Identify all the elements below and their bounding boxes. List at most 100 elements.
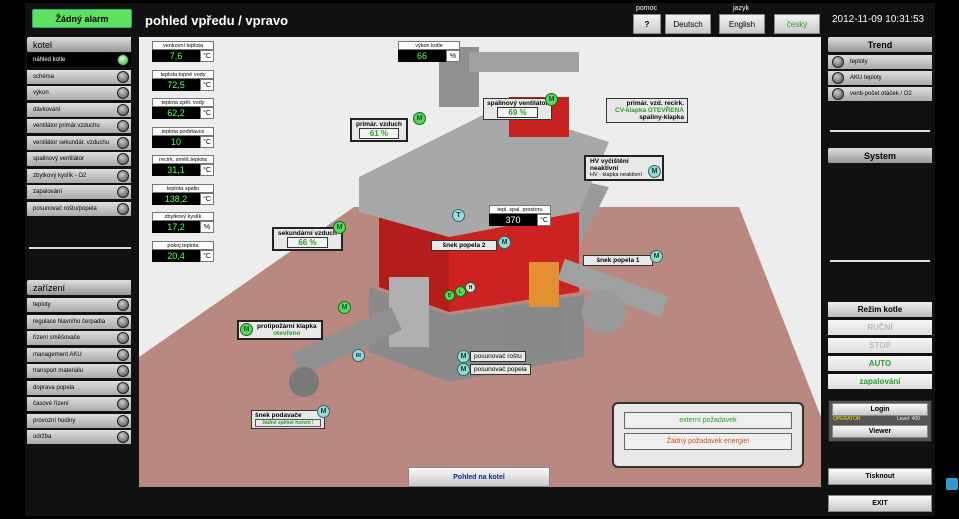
grate-mover-motor-icon[interactable]: M <box>457 350 470 363</box>
feed-screw-tube <box>291 307 402 377</box>
readout-label: pokoj.teplota <box>152 240 214 250</box>
sensor-l-icon[interactable]: L <box>455 286 466 297</box>
primary-air-motor-icon[interactable]: M <box>413 112 426 125</box>
tray-icon[interactable] <box>946 478 958 490</box>
kotel-item-label: náhled kotle <box>33 57 66 63</box>
kotel-item[interactable]: zbytkový kyslík - O2 <box>27 168 131 183</box>
lang-deutsch-button[interactable]: Deutsch <box>665 14 711 34</box>
mode-header: Režim kotle <box>828 302 932 317</box>
status-led-icon <box>117 202 129 215</box>
kotel-item-label: ventilátor primár.vzduchu <box>33 123 100 129</box>
lang-english-button[interactable]: English <box>719 14 765 34</box>
zarizeni-item[interactable]: transport materiálu <box>27 364 131 378</box>
zarizeni-item[interactable]: management AKU <box>27 347 131 362</box>
mode-manual-button[interactable]: RUČNÍ <box>828 320 932 335</box>
ash-screw-2-tag: šnek popela 2 <box>431 240 497 251</box>
zarizeni-item-label: časové řízení <box>33 401 69 407</box>
mode-auto-button[interactable]: AUTO <box>828 356 932 371</box>
kotel-item[interactable]: ventilátor sekundár. vzduchu <box>27 135 131 150</box>
trend-led <box>832 72 844 84</box>
mode-ignition-button[interactable]: zapalování <box>828 374 932 389</box>
kotel-item[interactable]: spalinový ventilátor <box>27 152 131 166</box>
power-readout: výkon kotle 66% <box>398 41 460 62</box>
readout-label: zbytkový kyslík <box>152 212 214 221</box>
readout-value: 72,5 <box>152 78 200 91</box>
zarizeni-item[interactable]: regulace hlavního čerpadla <box>27 314 131 329</box>
secondary-air-motor-icon[interactable]: M <box>333 221 346 234</box>
readout-unit: °C <box>200 192 214 205</box>
ash-mover-motor-icon[interactable]: M <box>457 363 470 376</box>
kotel-item[interactable]: posunovač roštu/popela <box>27 201 131 216</box>
readout-unit: °C <box>200 107 214 119</box>
temp-sensor-icon[interactable]: T <box>452 209 465 222</box>
print-button[interactable]: Tisknout <box>828 468 932 485</box>
ash-screw-1-motor-icon[interactable]: M <box>650 250 663 263</box>
kotel-item-label: výkon <box>33 90 49 96</box>
kotel-item-label: posunovač roštu/popela <box>33 205 97 212</box>
external-request-button[interactable]: externí požadavek <box>624 412 792 429</box>
status-led-icon <box>117 381 129 394</box>
sensor-b-icon[interactable]: B <box>444 290 455 301</box>
trend-item-fan[interactable]: venti-počet otáček / O2 <box>828 87 932 101</box>
alarm-indicator[interactable]: Žádný alarm <box>32 9 132 28</box>
status-led-icon <box>117 169 129 182</box>
view-boiler-button[interactable]: Pohled na kotel <box>408 467 550 487</box>
ir-sensor-icon[interactable]: IR <box>352 349 365 362</box>
ash-mover-tag: posunovač popela <box>470 364 531 375</box>
energy-request-panel: externí požadavek Žádný požadavek energi… <box>612 402 804 468</box>
fire-flap-motor-icon[interactable]: M <box>338 301 351 314</box>
kotel-item[interactable]: výkon <box>27 86 131 100</box>
mode-stop-button[interactable]: STOP <box>828 338 932 353</box>
status-led-icon <box>117 365 129 377</box>
zarizeni-item[interactable]: řízení směšovače <box>27 331 131 345</box>
readout-unit: °C <box>200 135 214 148</box>
feed-screw-motor-icon[interactable]: M <box>317 405 330 418</box>
kotel-item-label: dávkování <box>33 106 61 113</box>
zarizeni-item[interactable]: doprava popela <box>27 380 131 395</box>
readout-value: 62,2 <box>152 107 200 119</box>
no-energy-request-button[interactable]: Žádný požadavek energie! <box>624 433 792 450</box>
feed-screw-tag: šnek podavače žádné zpětné hoření ! <box>251 410 325 429</box>
ash-screw-2-motor-icon[interactable]: M <box>498 236 511 249</box>
primary-air-tag: primár. vzduch 61 % <box>350 118 408 142</box>
hv-motor-icon[interactable]: M <box>648 165 661 178</box>
kotel-item[interactable]: schéma <box>27 69 131 84</box>
readout-label: recirk. směš.teplota <box>152 155 214 164</box>
trend-item-aku[interactable]: AKU teploty <box>828 71 932 85</box>
exit-button[interactable]: EXIT <box>828 495 932 512</box>
feed-motor <box>289 367 319 397</box>
kotel-item[interactable]: zapalování <box>27 185 131 199</box>
readout-value: 7,6 <box>152 50 200 62</box>
zarizeni-item[interactable]: údržba <box>27 430 131 444</box>
secondary-air-value: 66 % <box>287 237 328 248</box>
status-led-icon <box>117 315 129 328</box>
readout-value: 10 <box>152 135 200 148</box>
zarizeni-item-label: údržba <box>33 434 52 440</box>
kotel-item[interactable]: ventilátor primár.vzduchu <box>27 119 131 133</box>
viewer-button[interactable]: Viewer <box>832 425 928 438</box>
zarizeni-item-label: regulace hlavního čerpadla <box>33 318 106 325</box>
page-title: pohled vpředu / vpravo <box>145 13 289 28</box>
zarizeni-item[interactable]: teploty <box>27 298 131 312</box>
readout-unit: % <box>200 221 214 233</box>
readout-unit: °C <box>200 50 214 62</box>
flue-fan-motor-icon[interactable]: M <box>545 93 558 106</box>
zarizeni-item-label: doprava popela <box>33 384 75 391</box>
sensor-h-icon[interactable]: H <box>465 282 476 293</box>
system-header[interactable]: System <box>828 148 932 163</box>
lang-czech-button[interactable]: český <box>774 14 820 34</box>
zarizeni-item[interactable]: provozní hodiny <box>27 413 131 428</box>
kotel-item[interactable]: náhled kotle <box>27 53 131 67</box>
ash-screw-1-tag: šnek popela 1 <box>583 255 653 266</box>
fire-flap-tag: protipožární klapka otevřeno <box>237 320 323 340</box>
help-button[interactable]: ? <box>633 14 661 34</box>
trend-item-temps[interactable]: teploty <box>828 55 932 69</box>
kotel-item[interactable]: dávkování <box>27 102 131 117</box>
zarizeni-item[interactable]: časové řízení <box>27 397 131 411</box>
readout-unit: °C <box>200 78 214 91</box>
zarizeni-header: zařízení <box>27 280 131 295</box>
login-button[interactable]: Login <box>832 403 928 416</box>
